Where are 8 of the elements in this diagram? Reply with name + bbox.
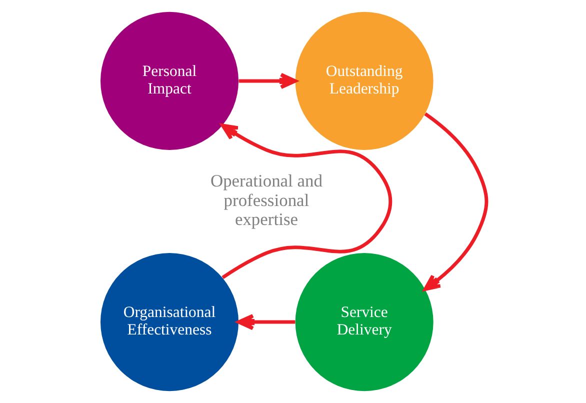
node-circle: Service Delivery (294, 253, 433, 392)
arrow (236, 314, 295, 330)
arrow (238, 72, 296, 89)
arrow (220, 124, 392, 280)
node-circle: Outstanding Leadership (294, 12, 433, 150)
arrow (423, 112, 488, 291)
label: Operational and professional expertise (210, 170, 322, 230)
node-circle: Organisational Effectiveness (100, 253, 238, 392)
